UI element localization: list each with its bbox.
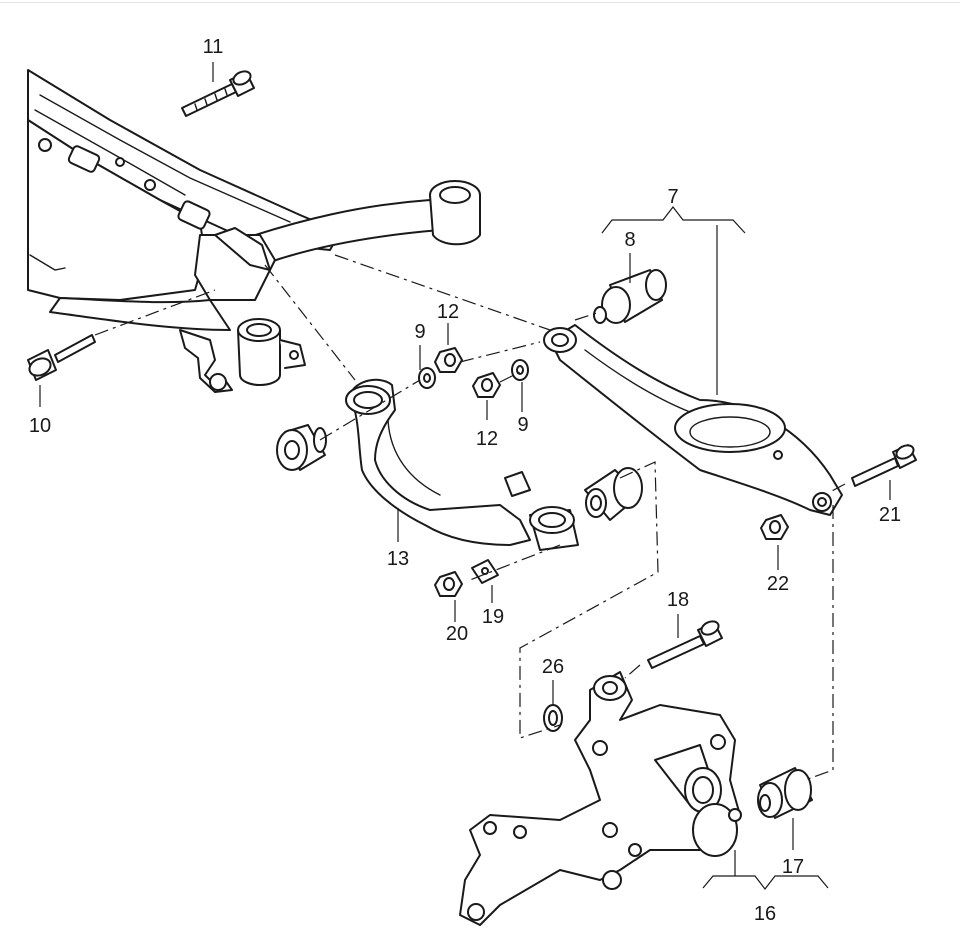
top-rule: [0, 2, 960, 3]
callout-11: 11: [203, 36, 224, 58]
bushing-8: [593, 269, 667, 324]
bushing-17: [757, 767, 813, 819]
bolt-21: [851, 444, 917, 487]
callout-21: 21: [879, 504, 901, 526]
callout-18: 18: [667, 589, 689, 611]
washer-26: [543, 704, 563, 732]
plate-19: [471, 559, 499, 584]
bushing-left: [276, 424, 327, 471]
callout-19: 19: [482, 606, 504, 628]
nut-22: [760, 514, 789, 540]
callout-12a: 12: [437, 301, 459, 323]
bracket-16: [702, 875, 829, 890]
callout-20: 20: [446, 623, 468, 645]
bushing-right: [584, 467, 643, 521]
callout-10: 10: [29, 415, 51, 437]
subframe: [27, 69, 481, 393]
callout-12b: 12: [476, 428, 498, 450]
callout-7: 7: [667, 186, 678, 208]
callout-8: 8: [624, 229, 635, 251]
callout-9b: 9: [517, 414, 528, 436]
control-arm-13: [345, 378, 579, 551]
bolt-11: [181, 70, 255, 117]
bolt-10: [27, 334, 96, 381]
callout-16: 16: [754, 903, 776, 925]
callout-22: 22: [767, 573, 789, 595]
lower-arm-7: [543, 324, 843, 516]
wheel-knuckle-16: [459, 671, 742, 926]
callout-26: 26: [542, 656, 564, 678]
nut-20: [434, 571, 463, 597]
nut-12b: [472, 372, 501, 398]
leader-lines: [39, 62, 891, 876]
assembly-lines: [94, 254, 846, 781]
washer-9a: [418, 367, 436, 389]
bolt-18: [647, 620, 723, 669]
callout-9a: 9: [414, 321, 425, 343]
washer-9b: [511, 359, 529, 381]
callout-13: 13: [387, 548, 409, 570]
bracket-7: [601, 206, 746, 234]
callout-labels: 7 8 11 9 12 12 9 10 13 20 19 22 21 18 26…: [29, 36, 901, 925]
callout-17: 17: [782, 856, 804, 878]
nut-12a: [434, 347, 463, 373]
